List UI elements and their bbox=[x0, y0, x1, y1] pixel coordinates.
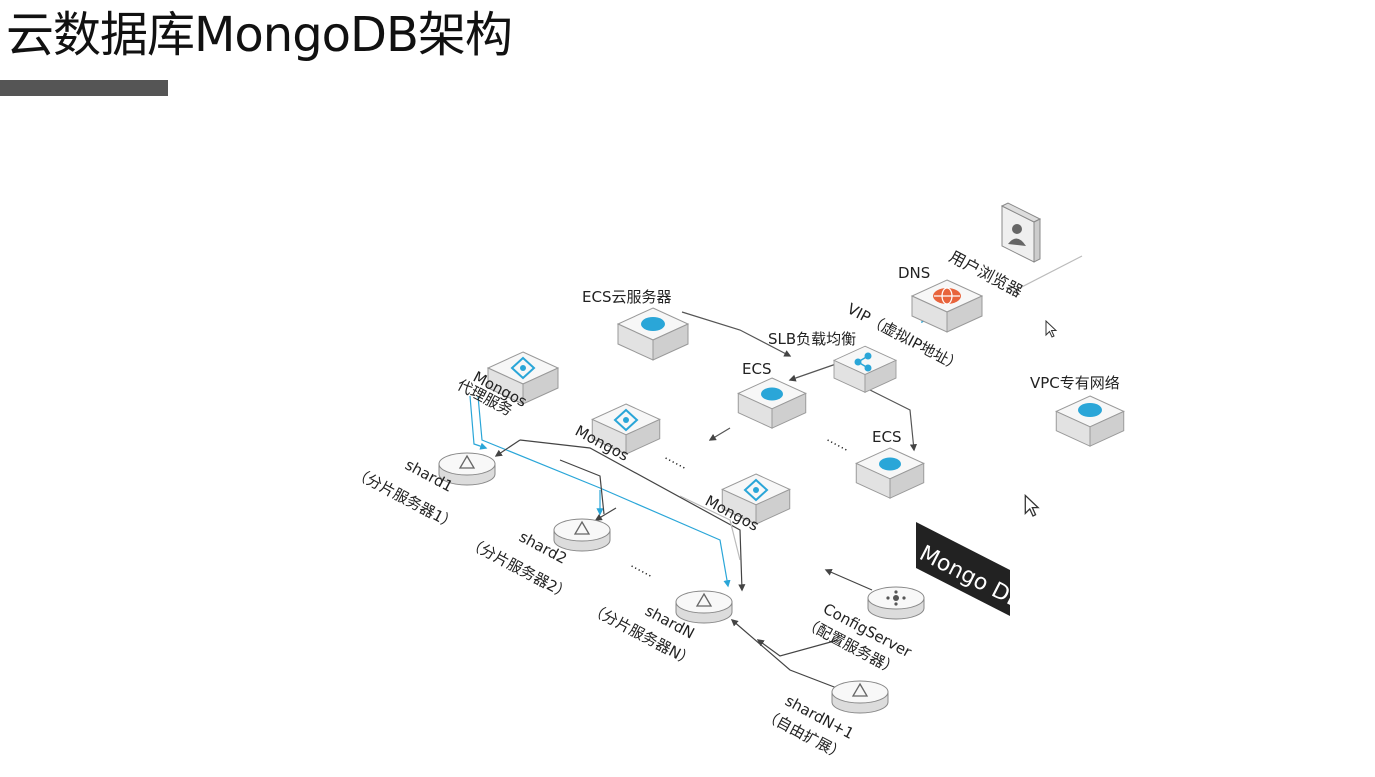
slb-node bbox=[833, 345, 897, 393]
shard1-node bbox=[438, 452, 496, 486]
cloud-server-icon bbox=[761, 387, 783, 401]
connector-lines bbox=[469, 255, 1083, 691]
cloud-server-icon bbox=[879, 457, 901, 471]
user-browser-node bbox=[1000, 202, 1042, 263]
shardN1-node bbox=[831, 680, 889, 714]
dns-node bbox=[911, 279, 983, 333]
ellipsis-shards: …… bbox=[629, 556, 657, 580]
label-vpc: VPC专有网络 bbox=[1030, 374, 1120, 392]
label-ecs-right: ECS bbox=[872, 428, 901, 446]
label-dns: DNS bbox=[898, 264, 930, 282]
mongos-proxy-node bbox=[487, 351, 559, 405]
vpc-node bbox=[1055, 395, 1125, 447]
ecs-right-node bbox=[855, 447, 925, 499]
cloud-server-icon bbox=[641, 317, 665, 331]
ellipsis-mongos: …… bbox=[663, 448, 691, 472]
config-server-node bbox=[867, 586, 925, 620]
user-icon bbox=[1008, 224, 1026, 246]
mongodb-badge: Mongo DB bbox=[915, 522, 1027, 616]
config-server-icon bbox=[886, 590, 906, 606]
title-underline-bar bbox=[0, 80, 168, 96]
shard-server-icon bbox=[458, 454, 476, 469]
shard-server-icon bbox=[573, 520, 591, 535]
shard-server-icon bbox=[695, 592, 713, 607]
label-ecs-cloud-server: ECS云服务器 bbox=[582, 288, 671, 306]
shard-server-icon bbox=[851, 682, 869, 697]
ecs-cloud-server-node bbox=[617, 307, 689, 361]
shard2-node bbox=[553, 518, 611, 552]
ecs-left-node bbox=[737, 377, 807, 429]
label-slb: SLB负载均衡 bbox=[768, 330, 856, 348]
vpc-cloud-icon bbox=[1078, 403, 1102, 417]
label-ecs-left: ECS bbox=[742, 360, 771, 378]
mongos-node-3 bbox=[721, 473, 791, 525]
shardN-node bbox=[675, 590, 733, 624]
ellipsis-ecs: …… bbox=[825, 430, 853, 454]
dns-globe-icon bbox=[933, 287, 961, 305]
slide-title: 云数据库MongoDB架构 bbox=[6, 7, 513, 63]
mouse-cursor-icon bbox=[1045, 320, 1058, 338]
mongos-proxy-icon bbox=[743, 478, 769, 502]
mongos-proxy-icon bbox=[613, 408, 639, 432]
mouse-cursor-icon bbox=[1024, 494, 1040, 517]
load-balancer-icon bbox=[854, 352, 872, 372]
mongos-node-2 bbox=[591, 403, 661, 455]
mongos-proxy-icon bbox=[510, 356, 536, 380]
